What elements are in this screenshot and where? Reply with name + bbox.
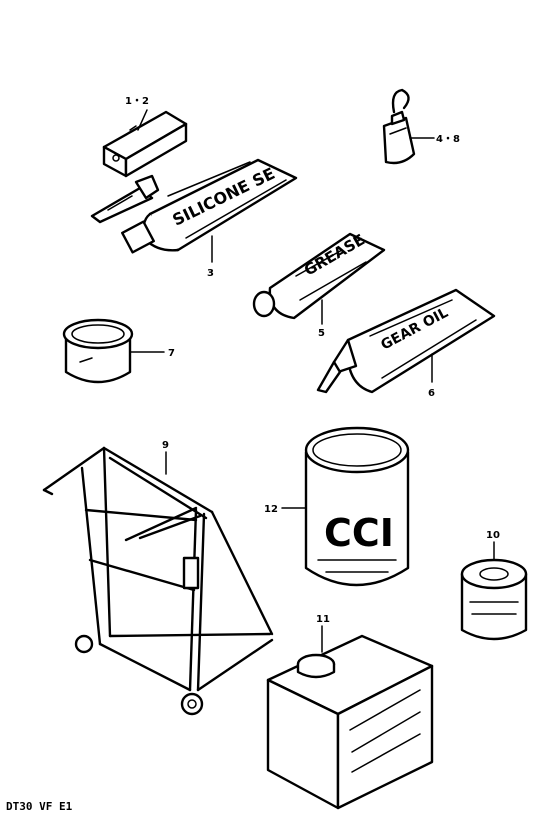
part-small-tin — [62, 318, 134, 384]
callout-1-2: 1・2 — [125, 96, 149, 107]
part-oil-can — [266, 634, 434, 810]
part-small-can — [460, 558, 528, 641]
large-can-label: CCI — [324, 511, 394, 555]
diagram-code: DT30 VF E1 — [6, 800, 73, 813]
callout-7: 7 — [168, 348, 175, 359]
callout-6: 6 — [428, 388, 435, 399]
callout-5: 5 — [318, 328, 325, 339]
callout-9: 9 — [162, 440, 169, 451]
callout-10: 10 — [486, 530, 500, 541]
callout-4-8: 4・8 — [436, 134, 460, 145]
part-silicone-tube: SILICONE SE — [121, 158, 298, 254]
callout-12: 12 — [264, 504, 278, 515]
callout-11: 11 — [316, 614, 330, 625]
part-block-1-2 — [102, 109, 188, 178]
part-grease-tube: GREASE — [252, 230, 386, 320]
part-gear-oil-tube: GEAR OIL — [316, 288, 496, 394]
part-bottle — [382, 88, 416, 165]
part-motor-stand — [42, 446, 274, 716]
part-nozzle — [90, 174, 160, 224]
callout-3: 3 — [207, 268, 214, 279]
part-large-can: CCI — [304, 426, 410, 587]
